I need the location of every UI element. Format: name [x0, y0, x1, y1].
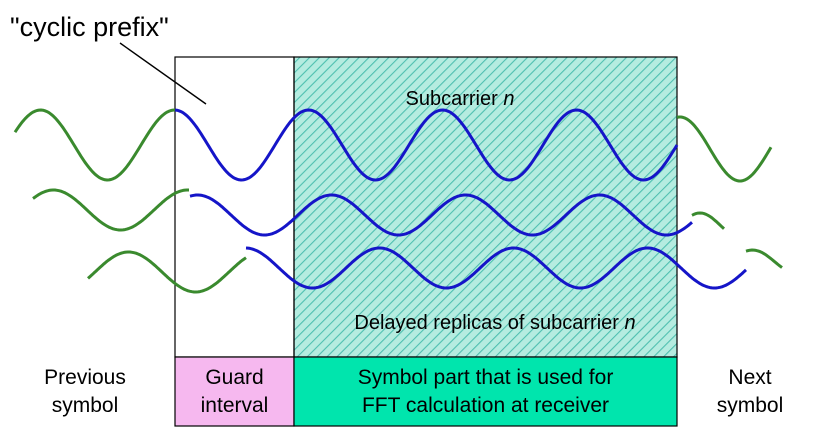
subcarrier-wave: [174, 108, 679, 182]
next-symbol-wave-2: [691, 211, 726, 230]
guard-interval-region: [174, 56, 295, 358]
previous-symbol-wave-2: [32, 188, 189, 232]
cyclic-prefix-label: "cyclic prefix": [10, 12, 169, 42]
fft-line-1: Symbol part that is used for: [357, 366, 614, 389]
next-symbol-wave-1: [676, 115, 773, 183]
previous-line-1: Previous: [44, 366, 126, 389]
previous-symbol-label: Previous symbol: [20, 364, 150, 420]
delayed-replica-wave-2: [245, 246, 748, 290]
subcarrier-n-label: Subcarrier n: [360, 84, 560, 114]
previous-symbol-wave-1: [13, 108, 176, 182]
guard-line-2: interval: [200, 394, 269, 417]
subcarrier-label-n: n: [503, 88, 515, 110]
previous-line-2: symbol: [51, 394, 119, 417]
waveforms: [13, 108, 783, 294]
next-line-1: Next: [728, 366, 772, 389]
guard-line-1: Guard: [205, 366, 264, 389]
delayed-replica-wave-1: [189, 193, 693, 237]
delayed-label-n: n: [624, 312, 636, 334]
delayed-replicas-label: Delayed replicas of subcarrier n: [300, 308, 690, 338]
guard-interval-text: Guard interval: [175, 362, 294, 422]
fft-part-text: Symbol part that is used for FFT calcula…: [294, 362, 677, 422]
subcarrier-label-text: Subcarrier: [405, 88, 504, 110]
previous-symbol-wave-3: [86, 250, 247, 294]
delayed-label-text: Delayed replicas of subcarrier: [354, 312, 625, 334]
next-symbol-wave-3: [745, 248, 783, 269]
cyclic-prefix-pointer: [119, 42, 207, 105]
fft-part-box: [293, 356, 678, 427]
fft-line-2: FFT calculation at receiver: [361, 394, 610, 417]
next-symbol-label: Next symbol: [690, 364, 810, 420]
next-line-2: symbol: [716, 394, 784, 417]
guard-interval-box: [174, 356, 295, 427]
